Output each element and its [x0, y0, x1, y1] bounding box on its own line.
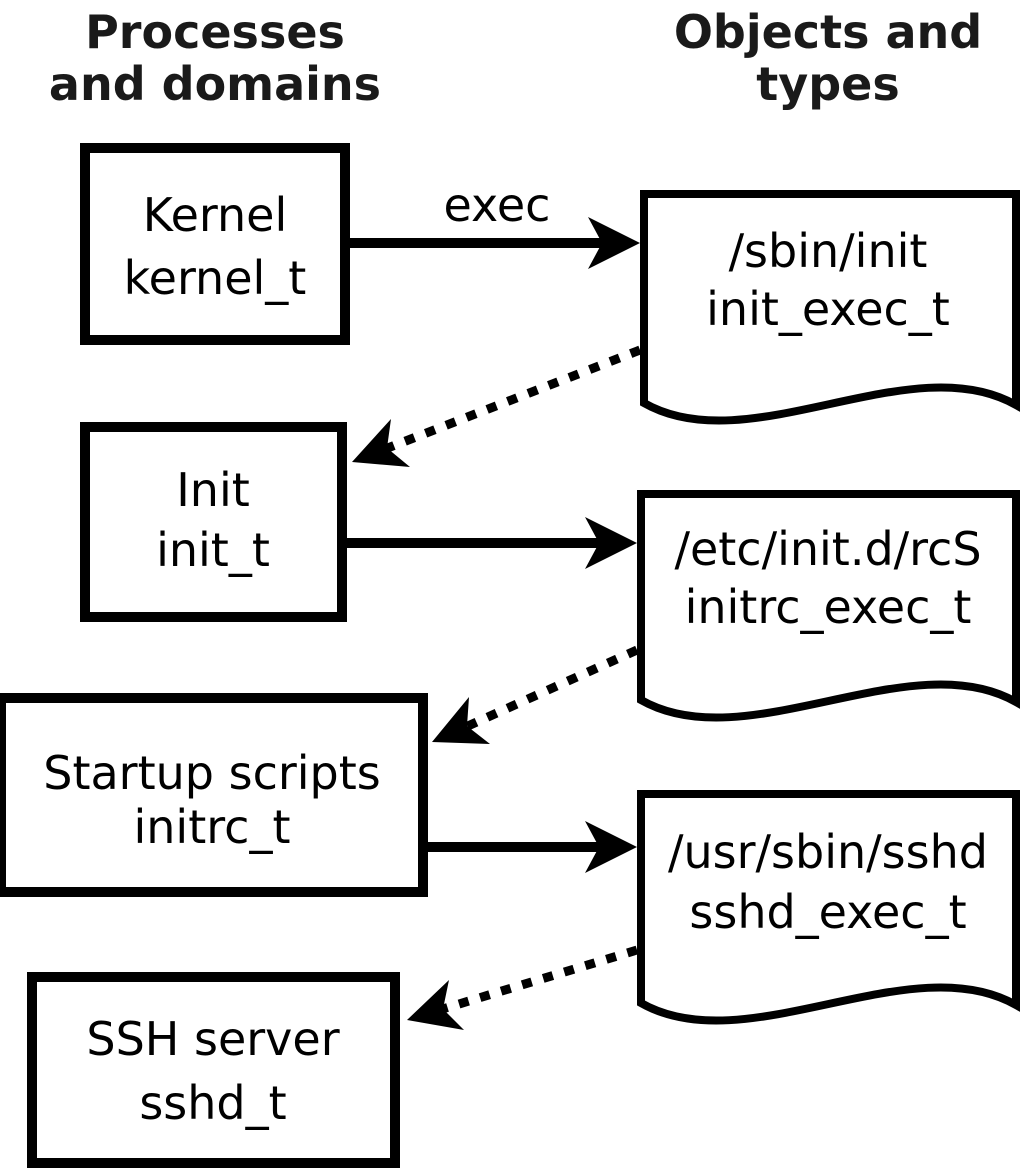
init-name-label: Init [176, 463, 250, 517]
header-left-line2: and domains [49, 57, 381, 111]
ssh-server-type-label: sshd_t [139, 1076, 286, 1130]
solid-arrow-startup-scripts-to-usr-sbin-sshd [428, 821, 637, 873]
solid-arrow-init-to-etc-initd-rcs [347, 517, 637, 569]
ssh-server-box-outline [27, 972, 400, 1168]
init-type-label: init_t [156, 523, 270, 577]
process-box-startup-scripts: Startup scripts initrc_t [0, 693, 428, 897]
usr-sbin-sshd-document-outline [637, 790, 1020, 1025]
kernel-type-label: kernel_t [124, 251, 307, 305]
exec-edge-label: exec [444, 178, 551, 232]
document-usr-sbin-sshd: /usr/sbin/sshd sshd_exec_t [637, 790, 1020, 1025]
kernel-name-label: Kernel [143, 188, 288, 242]
dotted-arrow-sbin-init-to-init [352, 345, 642, 467]
init-exec-arrowhead-icon [585, 517, 637, 569]
sbin-init-path-label: /sbin/init [729, 224, 928, 278]
usr-sbin-sshd-transition-line [434, 945, 639, 1016]
startup-scripts-type-label: initrc_t [134, 800, 291, 854]
header-right-line2: types [756, 57, 899, 111]
solid-arrow-kernel-to-sbin-init: exec [350, 178, 640, 269]
usr-sbin-sshd-transition-arrowhead-icon [407, 980, 464, 1030]
init-box-outline [80, 422, 347, 622]
column-header-processes-and-domains: Processes and domains [49, 5, 381, 111]
sbin-init-type-label: init_exec_t [706, 282, 950, 336]
usr-sbin-sshd-type-label: sshd_exec_t [689, 885, 966, 939]
process-box-init: Init init_t [80, 422, 347, 622]
sbin-init-transition-line [378, 345, 642, 456]
etc-initd-rcs-document-outline [637, 490, 1020, 722]
sbin-init-transition-arrowhead-icon [352, 419, 410, 467]
etc-initd-rcs-transition-arrowhead-icon [432, 697, 490, 744]
startup-scripts-box-outline [0, 693, 428, 897]
kernel-exec-arrowhead-icon [588, 217, 640, 269]
etc-initd-rcs-path-label: /etc/init.d/rcS [674, 522, 981, 576]
dotted-arrow-usr-sbin-sshd-to-ssh-server [407, 945, 639, 1030]
startup-exec-arrowhead-icon [585, 821, 637, 873]
header-right-line1: Objects and [674, 5, 982, 59]
etc-initd-rcs-type-label: initrc_exec_t [685, 580, 972, 634]
etc-initd-rcs-transition-line [457, 645, 639, 735]
sbin-init-document-outline [640, 190, 1020, 425]
startup-scripts-name-label: Startup scripts [43, 746, 381, 800]
kernel-box-outline [80, 143, 350, 345]
document-etc-initd-rcs: /etc/init.d/rcS initrc_exec_t [637, 490, 1020, 722]
process-box-ssh-server: SSH server sshd_t [27, 972, 400, 1168]
process-box-kernel: Kernel kernel_t [80, 143, 350, 345]
header-left-line1: Processes [85, 5, 345, 59]
usr-sbin-sshd-path-label: /usr/sbin/sshd [668, 825, 988, 879]
dotted-arrow-etc-initd-rcs-to-startup-scripts [432, 645, 639, 744]
column-header-objects-and-types: Objects and types [674, 5, 982, 111]
ssh-server-name-label: SSH server [86, 1012, 339, 1066]
document-sbin-init: /sbin/init init_exec_t [640, 190, 1020, 425]
